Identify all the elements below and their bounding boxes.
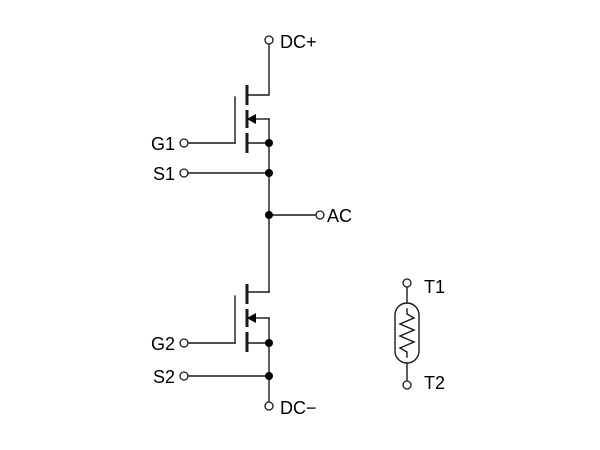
junction-dot-upper-source bbox=[265, 139, 273, 147]
junction-dot-s1 bbox=[265, 169, 273, 177]
terminal-g1 bbox=[179, 138, 189, 148]
terminal-dc-plus bbox=[264, 35, 274, 45]
thermistor-zigzag bbox=[398, 308, 416, 358]
label-s2: S2 bbox=[153, 367, 175, 387]
terminal-dc-minus bbox=[264, 401, 274, 411]
thermistor-body bbox=[394, 302, 420, 364]
midpoint-network bbox=[187, 142, 317, 293]
junction-dots bbox=[265, 139, 273, 380]
terminal-s2 bbox=[179, 371, 189, 381]
upper-body-arrow bbox=[247, 114, 256, 124]
label-dc-minus: DC− bbox=[280, 398, 317, 418]
label-t2: T2 bbox=[424, 373, 445, 393]
terminal-s1 bbox=[179, 168, 189, 178]
junction-dot-lower-source bbox=[265, 339, 273, 347]
label-s1: S1 bbox=[153, 164, 175, 184]
terminal-ac bbox=[315, 210, 325, 220]
upper-drain-lead bbox=[246, 44, 270, 96]
label-ac: AC bbox=[327, 206, 352, 226]
junction-dot-ac bbox=[265, 211, 273, 219]
label-g2: G2 bbox=[151, 334, 175, 354]
terminal-t1 bbox=[402, 278, 412, 288]
junction-dot-s2 bbox=[265, 372, 273, 380]
terminal-g2 bbox=[179, 338, 189, 348]
labels: DC+ G1 S1 AC G2 S2 DC− T1 T2 bbox=[151, 32, 445, 418]
upper-mosfet bbox=[187, 44, 270, 153]
terminals bbox=[179, 35, 412, 411]
label-dc-plus: DC+ bbox=[280, 32, 317, 52]
terminal-t2 bbox=[402, 380, 412, 390]
lower-body-arrow bbox=[247, 313, 256, 323]
lower-mosfet bbox=[187, 284, 270, 403]
label-t1: T1 bbox=[424, 277, 445, 297]
thermistor bbox=[394, 286, 420, 382]
label-g1: G1 bbox=[151, 134, 175, 154]
